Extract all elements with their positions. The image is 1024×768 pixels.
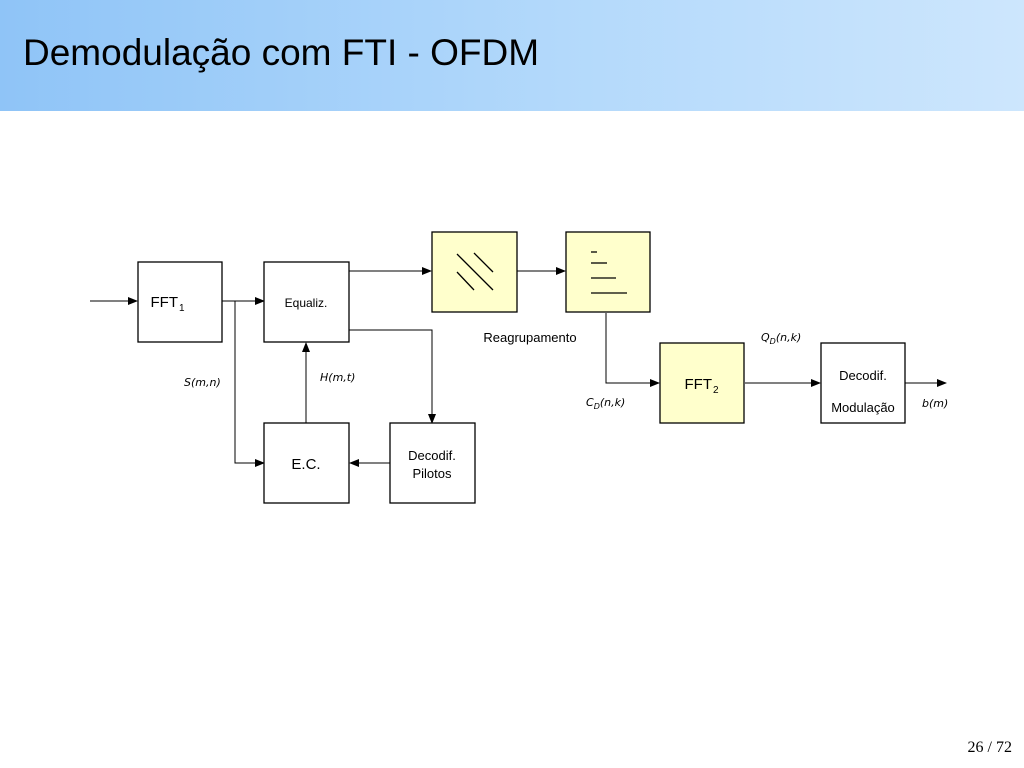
reagrupamento-label: Reagrupamento xyxy=(483,330,576,345)
fft1-to-ec-arrow xyxy=(234,301,265,467)
decod-mod-line2: Modulação xyxy=(831,400,895,415)
stacked-lines-icon xyxy=(591,251,627,294)
equaliz-to-pilotos-arrow xyxy=(349,329,436,424)
signal-s-label: S(m,n) xyxy=(184,376,221,389)
page-current: 26 xyxy=(967,739,984,756)
regroup-block-2 xyxy=(565,231,651,313)
signal-qd-label: QD(n,k) xyxy=(761,331,801,346)
diagonal-lines-icon xyxy=(456,252,494,291)
slide-header: Demodulação com FTI - OFDM xyxy=(0,0,1024,111)
page-total: 72 xyxy=(996,739,1012,756)
fft1-block: FFT 1 xyxy=(137,261,223,343)
regroup2-to-fft2-arrow xyxy=(605,313,660,387)
decod-pilotos-block: Decodif. Pilotos xyxy=(389,422,476,504)
ec-block: E.C. xyxy=(263,422,350,504)
page-number: 26 / 72 xyxy=(968,739,1012,757)
decod-pilotos-line2: Pilotos xyxy=(412,466,452,481)
regroup-block-1 xyxy=(431,231,518,313)
connections xyxy=(90,267,947,467)
ec-label: E.C. xyxy=(291,456,320,473)
fft1-label: FFT xyxy=(151,294,179,311)
fft2-label: FFT xyxy=(685,376,713,393)
decod-pilotos-line1: Decodif. xyxy=(408,448,456,463)
fft2-subscript: 2 xyxy=(713,385,719,396)
signal-cd-label: CD(n,k) xyxy=(586,396,625,411)
equaliz-block: Equaliz. xyxy=(263,261,350,343)
slide-title: Demodulação com FTI - OFDM xyxy=(23,32,540,73)
fft2-block: FFT 2 xyxy=(659,342,745,424)
decod-mod-line1: Decodif. xyxy=(839,368,887,383)
signal-h-label: H(m,t) xyxy=(320,371,355,384)
decod-mod-block: Decodif. Modulação xyxy=(820,342,906,424)
fft1-subscript: 1 xyxy=(179,303,185,314)
page-separator: / xyxy=(987,739,992,756)
signal-b-label: b(m) xyxy=(922,397,948,410)
equaliz-label: Equaliz. xyxy=(285,296,328,310)
